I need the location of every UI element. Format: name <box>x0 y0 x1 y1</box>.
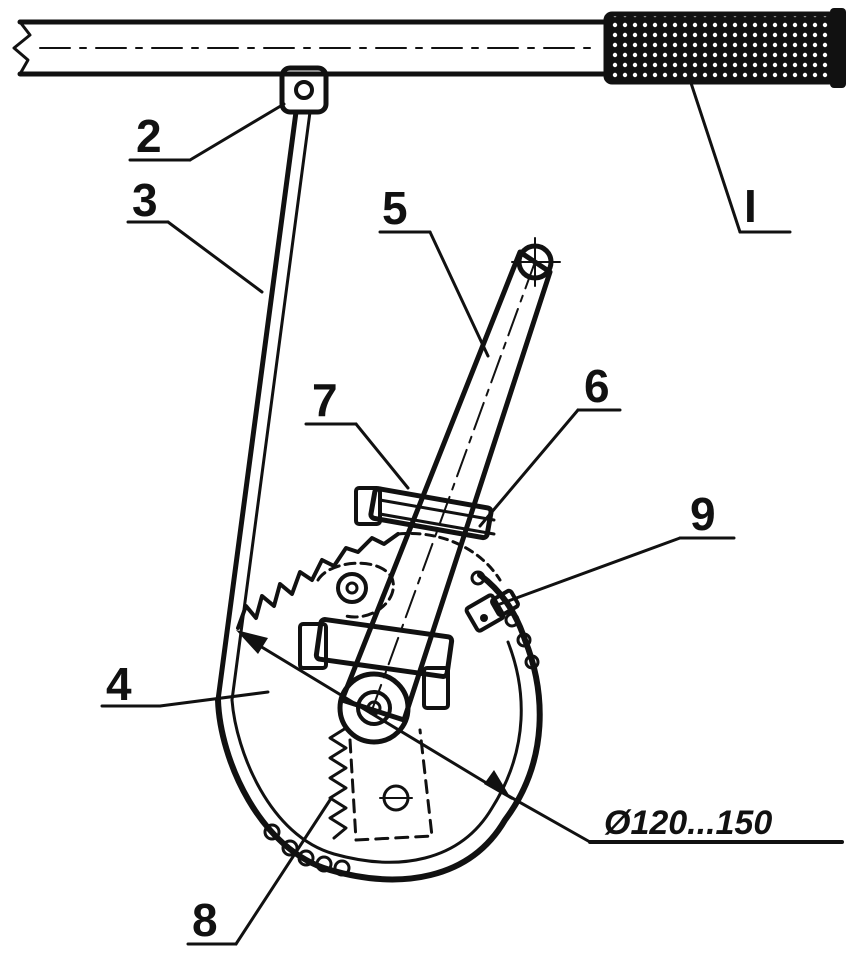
clamp-bracket <box>279 65 329 115</box>
callout-5: 5 <box>382 182 408 234</box>
chain <box>263 570 540 877</box>
callout-7: 7 <box>312 374 338 426</box>
cable <box>215 109 543 883</box>
callout-9: 9 <box>690 488 716 540</box>
callout-3: 3 <box>132 174 158 226</box>
callout-2: 2 <box>136 110 162 162</box>
callout-4: 4 <box>106 658 132 710</box>
lower-link <box>348 728 434 842</box>
diameter-label: Ø120...150 <box>604 804 772 842</box>
pivot-hub <box>337 671 411 745</box>
lower-clamp <box>298 617 455 710</box>
callout-6: 6 <box>584 360 610 412</box>
callout-1: I <box>744 180 757 232</box>
spring <box>328 726 348 840</box>
grip <box>603 8 846 88</box>
handlebar <box>12 19 615 77</box>
clamp-plate <box>354 486 496 541</box>
callout-8: 8 <box>192 894 218 946</box>
leader-lines <box>100 78 792 946</box>
